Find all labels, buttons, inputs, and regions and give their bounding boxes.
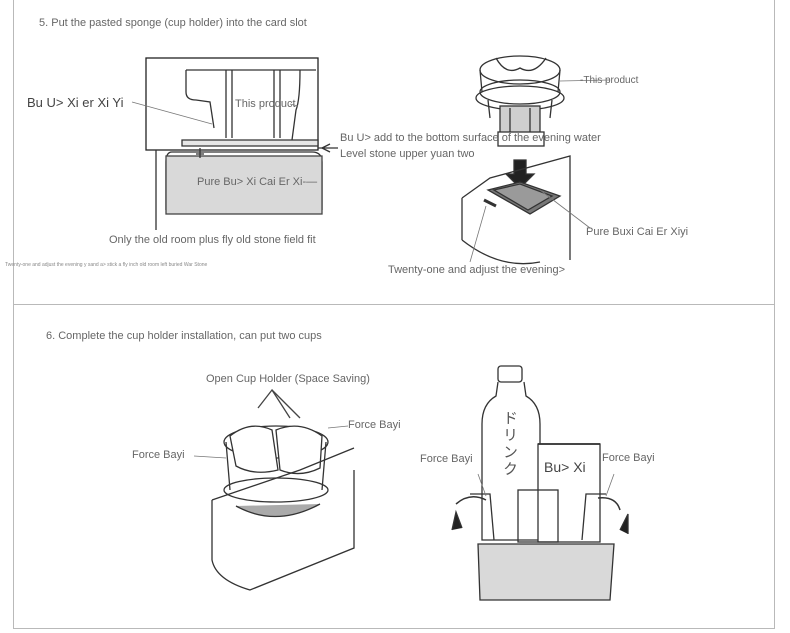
cup-holder-top-view-drawing	[461, 55, 611, 265]
step6-panel	[13, 304, 775, 629]
step6-title: 6. Complete the cup holder installation,…	[46, 330, 322, 342]
label-pure-buxi: Pure Buxi Cai Er Xiyi	[586, 226, 689, 238]
label-level-stone: Level stone upper yuan two	[340, 148, 475, 160]
label-twenty-one: Twenty-one and adjust the evening>	[388, 264, 566, 276]
label-force-left-1: Force Bayi	[132, 449, 185, 461]
label-force-left-2: Force Bayi	[420, 453, 473, 465]
label-force-right-2: Force Bayi	[602, 452, 655, 464]
label-force-right-1: Force Bayi	[348, 419, 401, 431]
label-left-big: Bu U> Xi er Xi Yi	[27, 95, 124, 110]
can-label: Bu> Xi	[544, 459, 586, 475]
label-this-product-1: This product	[235, 98, 296, 110]
cup-holder-side-view-drawing	[131, 57, 338, 230]
holder-with-two-cups-drawing	[451, 365, 629, 601]
label-bottom-surface: Bu U> add to the bottom surface of the e…	[340, 132, 601, 144]
label-tiny-caption: Twenty-one and adjust the evening y sand…	[5, 262, 208, 268]
bottle-label: ドリンク	[501, 410, 519, 478]
label-pure-bu: Pure Bu> Xi Cai Er Xi-—	[197, 176, 318, 188]
step5-panel	[13, 0, 775, 305]
open-cup-holder-drawing	[193, 388, 355, 591]
step5-title: 5. Put the pasted sponge (cup holder) in…	[39, 17, 307, 29]
label-old-room: Only the old room plus fly old stone fie…	[109, 234, 316, 246]
label-this-product-2: -This product	[580, 75, 639, 86]
label-open-cup-holder: Open Cup Holder (Space Saving)	[206, 373, 370, 385]
